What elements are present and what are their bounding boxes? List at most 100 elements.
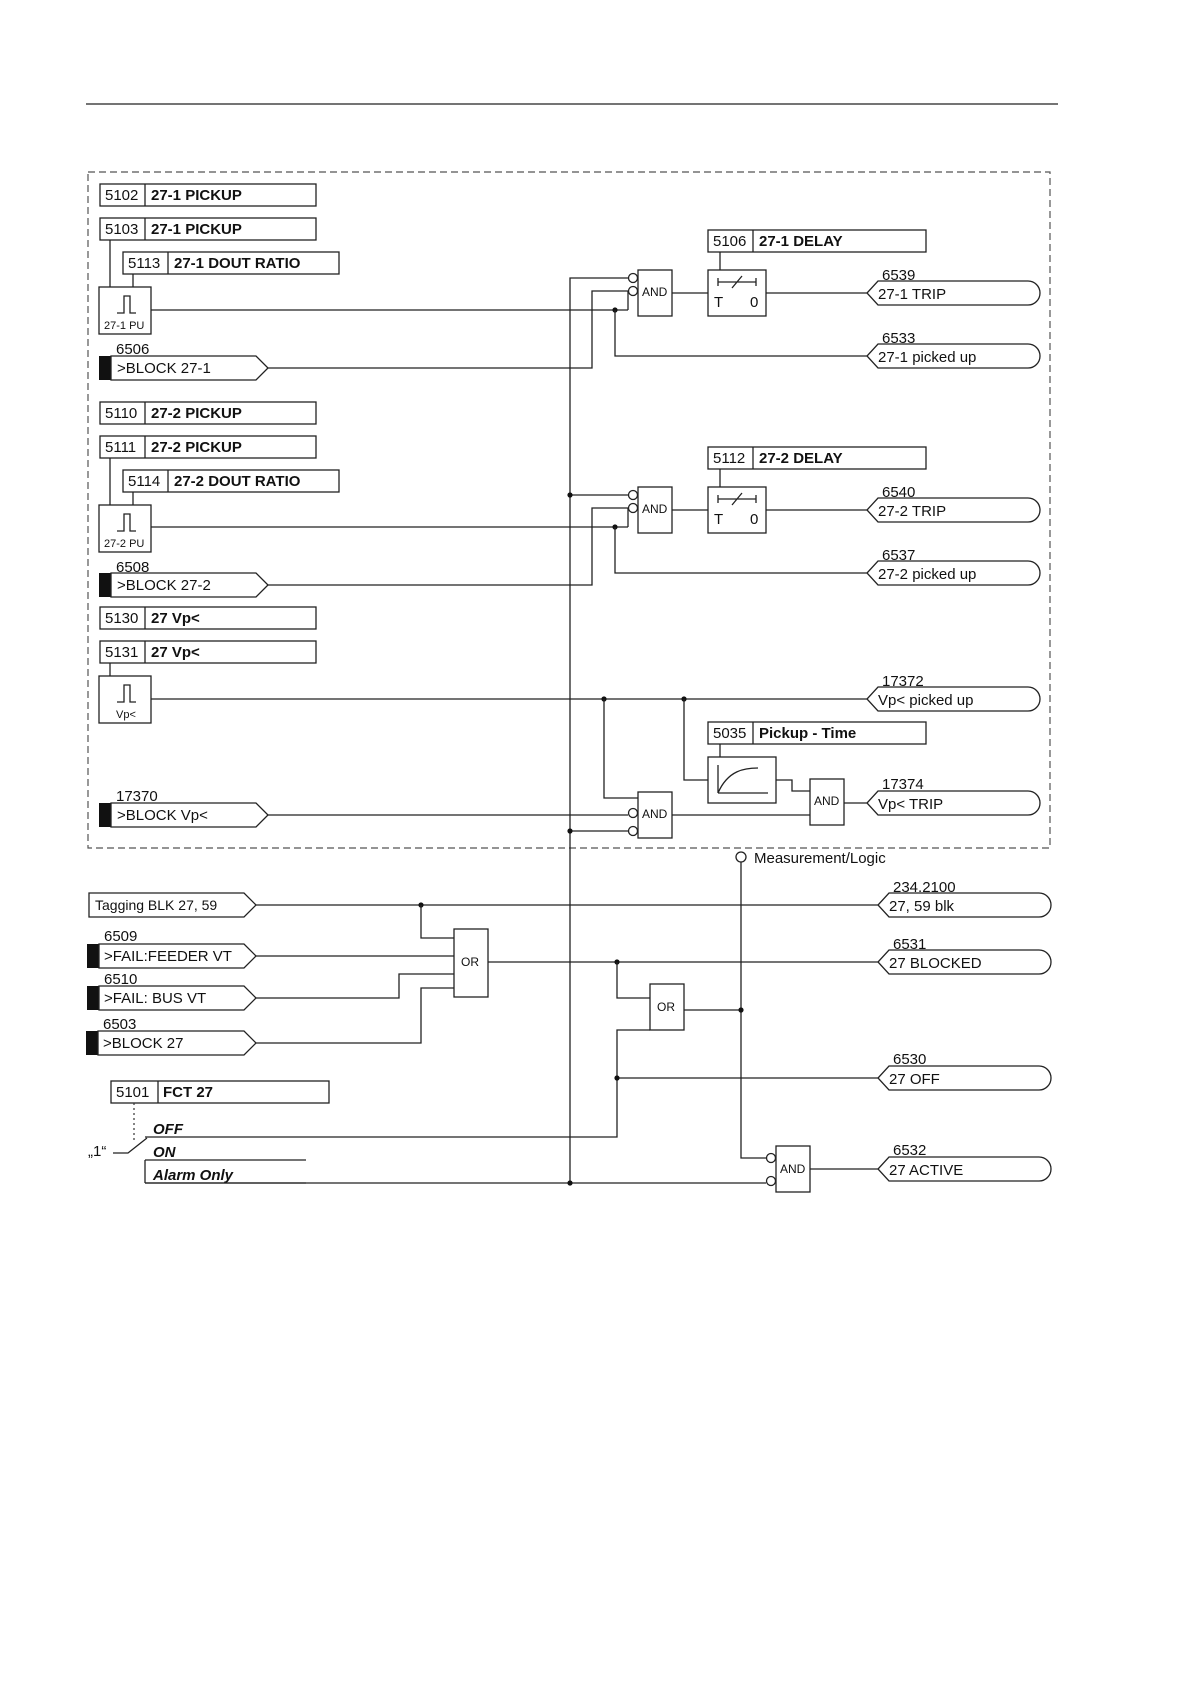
- svg-text:27 Vp<: 27 Vp<: [151, 610, 200, 627]
- svg-text:Measurement/Logic: Measurement/Logic: [754, 850, 886, 867]
- svg-text:Vp< picked up: Vp< picked up: [878, 692, 974, 709]
- setting-5114: 5114 27-2 DOUT RATIO: [122, 469, 340, 493]
- svg-text:5110: 5110: [105, 405, 137, 422]
- svg-text:5114: 5114: [128, 473, 160, 490]
- pickup-block-27-1: 27-1 PU: [98, 286, 152, 335]
- svg-text:5106: 5106: [713, 233, 746, 250]
- svg-text:AND: AND: [642, 285, 668, 299]
- svg-text:0: 0: [750, 294, 758, 311]
- svg-text:27-2 PICKUP: 27-2 PICKUP: [151, 439, 242, 456]
- svg-text:6508: 6508: [116, 559, 149, 576]
- svg-text:27-2 DOUT RATIO: 27-2 DOUT RATIO: [174, 473, 301, 490]
- svg-text:5130: 5130: [105, 610, 138, 627]
- svg-text:27-1 DELAY: 27-1 DELAY: [759, 233, 843, 250]
- pickup-block-vp: Vp<: [98, 675, 152, 724]
- svg-text:T: T: [714, 511, 723, 528]
- svg-text:>FAIL:FEEDER VT: >FAIL:FEEDER VT: [104, 948, 232, 965]
- setting-5102: 5102 27-1 PICKUP: [99, 183, 317, 207]
- svg-text:OR: OR: [461, 955, 479, 969]
- input-6510: 6510 >FAIL: BUS VT: [87, 971, 257, 1011]
- timer-27-2: T 0: [707, 486, 767, 534]
- svg-text:5101: 5101: [116, 1084, 149, 1101]
- input-6509: 6509 >FAIL:FEEDER VT: [87, 928, 257, 969]
- svg-text:6503: 6503: [103, 1016, 136, 1033]
- svg-text:Vp< TRIP: Vp< TRIP: [878, 796, 943, 813]
- svg-text:27-1 PICKUP: 27-1 PICKUP: [151, 187, 242, 204]
- svg-text:17372: 17372: [882, 673, 924, 690]
- input-17370: 17370 >BLOCK Vp<: [99, 788, 269, 828]
- svg-text:ON: ON: [153, 1144, 177, 1161]
- output-6533: 6533 27-1 picked up: [866, 330, 1041, 369]
- svg-text:27 ACTIVE: 27 ACTIVE: [889, 1162, 963, 1179]
- output-17372: 17372 Vp< picked up: [866, 673, 1041, 712]
- svg-text:5102: 5102: [105, 187, 138, 204]
- svg-text:AND: AND: [642, 502, 668, 516]
- pickup-time-block: [707, 756, 777, 804]
- and-gate-active: AND: [765, 1145, 811, 1193]
- svg-text:6537: 6537: [882, 547, 915, 564]
- svg-text:27 Vp<: 27 Vp<: [151, 644, 200, 661]
- svg-text:OR: OR: [657, 1000, 675, 1014]
- svg-text:27-2 picked up: 27-2 picked up: [878, 566, 976, 583]
- setting-5035: 5035 Pickup - Time: [707, 721, 927, 745]
- setting-5131: 5131 27 Vp<: [99, 640, 317, 664]
- svg-text:6532: 6532: [893, 1142, 926, 1159]
- threshold-icon: [117, 684, 136, 703]
- threshold-icon: [117, 513, 136, 532]
- setting-5130: 5130 27 Vp<: [99, 606, 317, 630]
- and-gate-27-1: AND: [627, 269, 673, 317]
- svg-text:5112: 5112: [713, 450, 745, 467]
- timer-27-1: T 0: [707, 269, 767, 317]
- or-gate-blocked-off: OR: [649, 983, 685, 1031]
- output-6530: 6530 27 OFF: [877, 1051, 1052, 1091]
- svg-text:6540: 6540: [882, 484, 915, 501]
- svg-text:27-1 PU: 27-1 PU: [104, 320, 144, 332]
- setting-5112: 5112 27-2 DELAY: [707, 446, 927, 470]
- input-6506: 6506 >BLOCK 27-1: [99, 341, 269, 381]
- setting-5103: 5103 27-1 PICKUP: [99, 217, 317, 241]
- svg-text:>BLOCK Vp<: >BLOCK Vp<: [117, 807, 208, 824]
- svg-text:17374: 17374: [882, 776, 924, 793]
- svg-text:„1“: „1“: [88, 1143, 106, 1160]
- svg-text:>BLOCK 27-1: >BLOCK 27-1: [117, 360, 211, 377]
- svg-text:17370: 17370: [116, 788, 158, 805]
- svg-text:Vp<: Vp<: [116, 709, 136, 721]
- function-frame: [87, 171, 1051, 849]
- svg-text:27-1 DOUT RATIO: 27-1 DOUT RATIO: [174, 255, 301, 272]
- setting-5113: 5113 27-1 DOUT RATIO: [122, 251, 340, 275]
- svg-text:6506: 6506: [116, 341, 149, 358]
- svg-text:6531: 6531: [893, 936, 926, 953]
- svg-text:27-2 PICKUP: 27-2 PICKUP: [151, 405, 242, 422]
- threshold-icon: [117, 295, 136, 314]
- pickup-block-27-2: 27-2 PU: [98, 504, 152, 553]
- output-6537: 6537 27-2 picked up: [866, 547, 1041, 586]
- and-gate-vp-trip: AND: [809, 778, 845, 826]
- svg-text:6539: 6539: [882, 267, 915, 284]
- output-6540: 6540 27-2 TRIP: [866, 484, 1041, 523]
- svg-text:27-1 PICKUP: 27-1 PICKUP: [151, 221, 242, 238]
- setting-5106: 5106 27-1 DELAY: [707, 229, 927, 253]
- svg-text:27-2 TRIP: 27-2 TRIP: [878, 503, 946, 520]
- function-switch: „1“ OFF ON Alarm Only: [88, 1121, 306, 1184]
- svg-text:6530: 6530: [893, 1051, 926, 1068]
- setting-5110: 5110 27-2 PICKUP: [99, 401, 317, 425]
- svg-text:AND: AND: [780, 1162, 806, 1176]
- svg-text:5103: 5103: [105, 221, 138, 238]
- svg-text:Tagging BLK 27, 59: Tagging BLK 27, 59: [95, 897, 217, 913]
- svg-text:27-1 TRIP: 27-1 TRIP: [878, 286, 946, 303]
- svg-text:Alarm Only: Alarm Only: [152, 1167, 234, 1184]
- svg-text:6510: 6510: [104, 971, 137, 988]
- svg-text:>BLOCK 27: >BLOCK 27: [103, 1035, 183, 1052]
- svg-text:AND: AND: [814, 794, 840, 808]
- or-gate-block: OR: [453, 928, 489, 998]
- svg-text:27 BLOCKED: 27 BLOCKED: [889, 955, 982, 972]
- input-6508: 6508 >BLOCK 27-2: [99, 559, 269, 598]
- svg-text:T: T: [714, 294, 723, 311]
- svg-text:5111: 5111: [105, 439, 136, 456]
- svg-text:0: 0: [750, 511, 758, 528]
- measurement-logic-point: Measurement/Logic: [735, 850, 886, 867]
- input-tagging: Tagging BLK 27, 59: [88, 892, 257, 918]
- svg-text:27-1 picked up: 27-1 picked up: [878, 349, 976, 366]
- setting-5111: 5111 27-2 PICKUP: [99, 435, 317, 459]
